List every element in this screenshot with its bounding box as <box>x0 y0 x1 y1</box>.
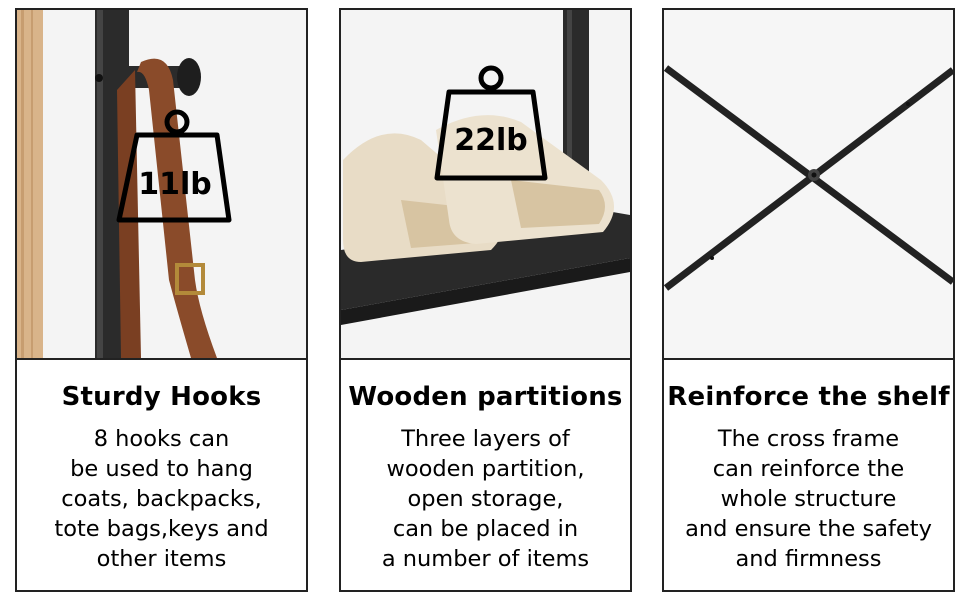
panel-description: Three layers of wooden partition, open s… <box>341 424 630 574</box>
description-line: can be placed in <box>392 516 579 542</box>
description-line: wooden partition, <box>386 456 585 482</box>
feature-panel-hooks: 11lb Sturdy Hooks 8 hooks can be used to… <box>15 8 308 592</box>
weight-icon <box>116 109 232 223</box>
panel-heading: Sturdy Hooks <box>61 382 262 412</box>
shelf-illustration: 22lb <box>341 10 630 358</box>
description-line: 8 hooks can <box>93 426 230 452</box>
caption: Wooden partitions Three layers of wooden… <box>341 362 630 590</box>
description-line: open storage, <box>407 486 564 512</box>
description-line: be used to hang <box>70 456 253 482</box>
weight-capacity-label: 22lb <box>454 123 528 158</box>
description-line: tote bags,keys and <box>54 516 269 542</box>
panel-divider <box>341 358 630 360</box>
caption: Sturdy Hooks 8 hooks can be used to hang… <box>17 362 306 590</box>
weight-icon <box>434 65 548 181</box>
weight-capacity-label: 11lb <box>138 167 212 202</box>
shelf-photo: 22lb <box>341 10 630 358</box>
panel-heading: Reinforce the shelf <box>667 382 950 412</box>
description-line: a number of items <box>381 546 590 572</box>
panel-divider <box>664 358 953 360</box>
description-line: can reinforce the <box>712 456 905 482</box>
hook-illustration: 11lb <box>17 10 306 358</box>
feature-panel-reinforce: Reinforce the shelf The cross frame can … <box>662 8 955 592</box>
caption: Reinforce the shelf The cross frame can … <box>664 362 953 590</box>
panel-description: The cross frame can reinforce the whole … <box>664 424 953 574</box>
description-line: whole structure <box>720 486 897 512</box>
description-line: The cross frame <box>717 426 900 452</box>
cross-frame-photo <box>664 10 953 358</box>
description-line: Three layers of <box>401 426 570 452</box>
feature-panel-partitions: 22lb Wooden partitions Three layers of w… <box>339 8 632 592</box>
cross-brace-icon <box>664 65 953 291</box>
description-line: coats, backpacks, <box>61 486 262 512</box>
description-line: and ensure the safety <box>685 516 932 542</box>
panel-description: 8 hooks can be used to hang coats, backp… <box>17 424 306 574</box>
description-line: and firmness <box>735 546 882 572</box>
panel-heading: Wooden partitions <box>348 382 623 412</box>
panel-divider <box>17 358 306 360</box>
cross-frame-illustration <box>664 10 953 358</box>
hook-photo: 11lb <box>17 10 306 358</box>
description-line: other items <box>96 546 227 572</box>
